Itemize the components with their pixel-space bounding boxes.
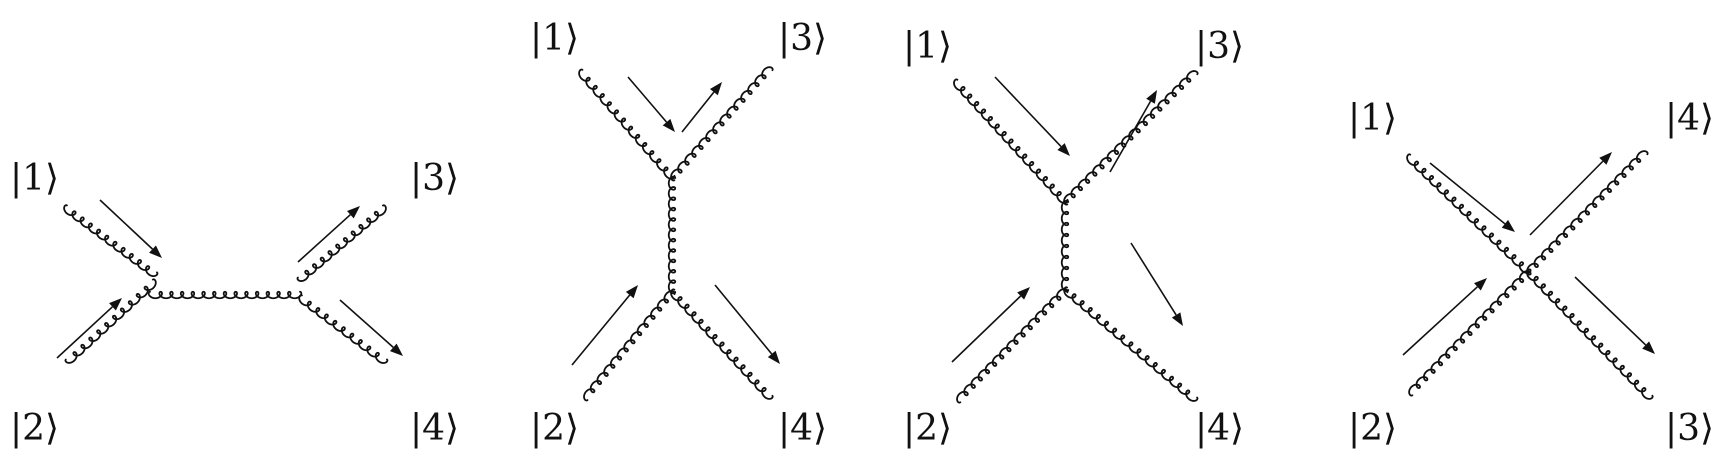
diagram-u-channel: |1⟩ |3⟩ |2⟩ |4⟩ bbox=[903, 26, 1244, 449]
state-label-4: |4⟩ bbox=[778, 408, 827, 449]
gluon-lines bbox=[63, 204, 389, 364]
momentum-arrow bbox=[297, 214, 351, 263]
gluon-line bbox=[583, 290, 676, 402]
arrow-head bbox=[767, 350, 780, 364]
momentum-arrow bbox=[1574, 276, 1647, 346]
arrow-head bbox=[1171, 312, 1183, 326]
arrow-head bbox=[709, 82, 722, 96]
momentum-arrows bbox=[56, 199, 403, 359]
state-label-2: |2⟩ bbox=[10, 408, 59, 449]
arrow-head bbox=[1501, 219, 1515, 232]
momentum-arrow bbox=[681, 91, 715, 133]
momentum-arrow bbox=[1109, 100, 1152, 173]
gluon-line bbox=[64, 278, 157, 364]
momentum-arrow bbox=[627, 76, 668, 123]
gluon-line bbox=[1526, 150, 1649, 276]
gluon-line bbox=[667, 175, 677, 295]
momentum-arrow bbox=[714, 284, 773, 355]
gluon-line bbox=[670, 288, 774, 400]
momentum-arrows bbox=[951, 76, 1183, 363]
gluon-line bbox=[956, 288, 1069, 404]
state-label-1: |1⟩ bbox=[530, 18, 579, 59]
state-label-4: |4⟩ bbox=[1195, 408, 1244, 449]
state-label-3: |3⟩ bbox=[410, 158, 459, 199]
gluon-line bbox=[1406, 153, 1532, 274]
diagram-s-channel: |1⟩ |2⟩ |3⟩ |4⟩ bbox=[10, 158, 459, 449]
state-label-4: |4⟩ bbox=[1665, 98, 1714, 139]
gluon-line bbox=[1526, 268, 1654, 400]
gluon-line bbox=[1063, 286, 1199, 402]
gluon-line bbox=[670, 66, 774, 182]
gluon-line bbox=[1063, 70, 1199, 206]
gluon-line bbox=[296, 204, 387, 282]
gluon-line bbox=[63, 204, 159, 278]
gluon-line bbox=[298, 294, 389, 364]
gluon-lines bbox=[1406, 150, 1654, 400]
arrow-head bbox=[625, 285, 638, 299]
momentum-arrow bbox=[994, 76, 1062, 148]
diagram-contact: |1⟩ |4⟩ |2⟩ |3⟩ bbox=[1348, 98, 1714, 449]
arrow-head bbox=[149, 245, 162, 258]
state-label-3: |3⟩ bbox=[1665, 408, 1714, 449]
state-label-4: |4⟩ bbox=[410, 408, 459, 449]
arrow-head bbox=[1146, 90, 1157, 104]
arrow-head bbox=[1642, 341, 1655, 354]
momentum-arrow bbox=[1130, 242, 1177, 316]
momentum-arrows bbox=[571, 76, 780, 366]
state-label-1: |1⟩ bbox=[903, 26, 952, 67]
momentum-arrow bbox=[1529, 160, 1604, 236]
momentum-arrow bbox=[56, 306, 113, 359]
arrow-head bbox=[347, 206, 360, 219]
state-label-2: |2⟩ bbox=[530, 408, 579, 449]
gluon-line bbox=[1408, 270, 1532, 397]
gluon-lines bbox=[953, 70, 1199, 404]
state-label-3: |3⟩ bbox=[1195, 26, 1244, 67]
momentum-arrows bbox=[1402, 152, 1655, 356]
state-label-2: |2⟩ bbox=[903, 408, 952, 449]
arrow-head bbox=[389, 343, 403, 356]
state-label-1: |1⟩ bbox=[10, 158, 59, 199]
state-label-2: |2⟩ bbox=[1348, 408, 1397, 449]
gluon-line bbox=[578, 68, 676, 180]
gluon-lines bbox=[578, 66, 774, 402]
momentum-arrow bbox=[99, 199, 154, 250]
arrow-head bbox=[1599, 152, 1612, 165]
momentum-arrow bbox=[1429, 162, 1506, 225]
arrow-head bbox=[662, 118, 675, 132]
gluon-line bbox=[1060, 199, 1070, 293]
arrow-head bbox=[1474, 278, 1487, 291]
state-label-3: |3⟩ bbox=[778, 18, 827, 59]
state-label-1: |1⟩ bbox=[1348, 98, 1397, 139]
arrow-head bbox=[109, 298, 122, 311]
arrow-head bbox=[1057, 143, 1070, 156]
momentum-arrow bbox=[951, 295, 1022, 363]
gluon-line bbox=[147, 290, 303, 300]
momentum-arrow bbox=[1402, 286, 1478, 356]
momentum-arrow bbox=[339, 299, 394, 348]
arrow-head bbox=[1017, 287, 1030, 300]
momentum-arrow bbox=[571, 294, 631, 366]
gluon-line bbox=[953, 78, 1069, 204]
diagram-t-channel: |1⟩ |3⟩ |2⟩ |4⟩ bbox=[530, 18, 827, 449]
